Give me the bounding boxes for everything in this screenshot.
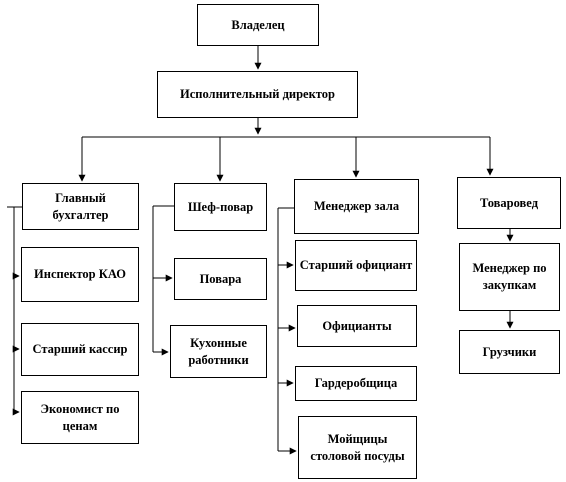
- node-cloakroom-attendant: Гардеробщица: [295, 366, 417, 401]
- node-dishwashers: Мойщицы столовой посуды: [298, 416, 417, 479]
- node-hall-manager: Менеджер зала: [294, 179, 419, 234]
- node-price-economist: Экономист по ценам: [21, 391, 139, 444]
- node-senior-cashier: Старший кассир: [21, 323, 139, 376]
- node-chief-accountant: Главный бухгалтер: [22, 183, 139, 230]
- node-kitchen-workers: Кухонные работники: [170, 325, 267, 378]
- node-senior-waiter: Старший официант: [295, 240, 417, 291]
- node-kao-inspector: Инспектор КАО: [21, 247, 139, 302]
- node-waiters: Официанты: [297, 305, 417, 347]
- node-loaders: Грузчики: [459, 330, 560, 374]
- node-owner: Владелец: [197, 4, 319, 46]
- node-cooks: Повара: [174, 258, 267, 300]
- node-exec-director: Исполнительный директор: [157, 71, 358, 118]
- node-merchandiser: Товаровед: [457, 177, 561, 229]
- node-purchasing-manager: Менеджер по закупкам: [459, 243, 560, 311]
- node-chef: Шеф-повар: [174, 183, 267, 231]
